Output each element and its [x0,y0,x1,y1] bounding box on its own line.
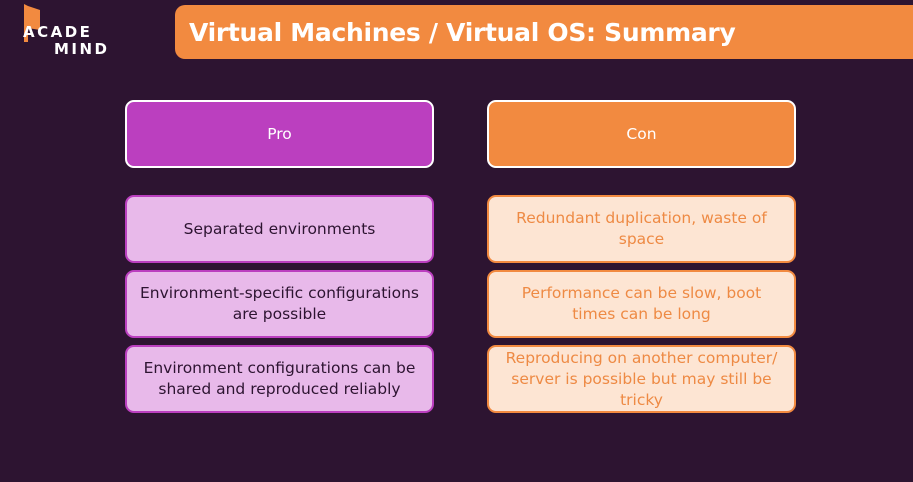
con-header-label: Con [626,124,657,143]
logo-text-line1: ACADE [23,23,93,41]
pro-item: Environment configurations can be shared… [125,345,434,413]
flag-icon [24,4,40,42]
con-item-text: Redundant duplication, waste of space [516,209,767,248]
pro-item-text: Separated environments [183,219,376,238]
academind-logo: ACADE MIND [16,4,112,60]
con-item: Reproducing on another computer/ server … [487,345,796,413]
pro-item-text: Environment-specific configurations are … [140,284,419,323]
con-column-header: Con [487,100,796,168]
con-item-text: Performance can be slow, boot times can … [521,284,762,323]
pro-item-text: Environment configurations can be shared… [143,359,416,398]
con-item: Redundant duplication, waste of space [487,195,796,263]
con-item: Performance can be slow, boot times can … [487,270,796,338]
logo-text-line2: MIND [54,40,110,58]
title-banner: Virtual Machines / Virtual OS: Summary [175,5,913,59]
pro-item: Environment-specific configurations are … [125,270,434,338]
pro-header-label: Pro [267,124,292,143]
page-title: Virtual Machines / Virtual OS: Summary [189,17,736,47]
pro-column-header: Pro [125,100,434,168]
pro-item: Separated environments [125,195,434,263]
con-item-text: Reproducing on another computer/ server … [505,348,778,409]
